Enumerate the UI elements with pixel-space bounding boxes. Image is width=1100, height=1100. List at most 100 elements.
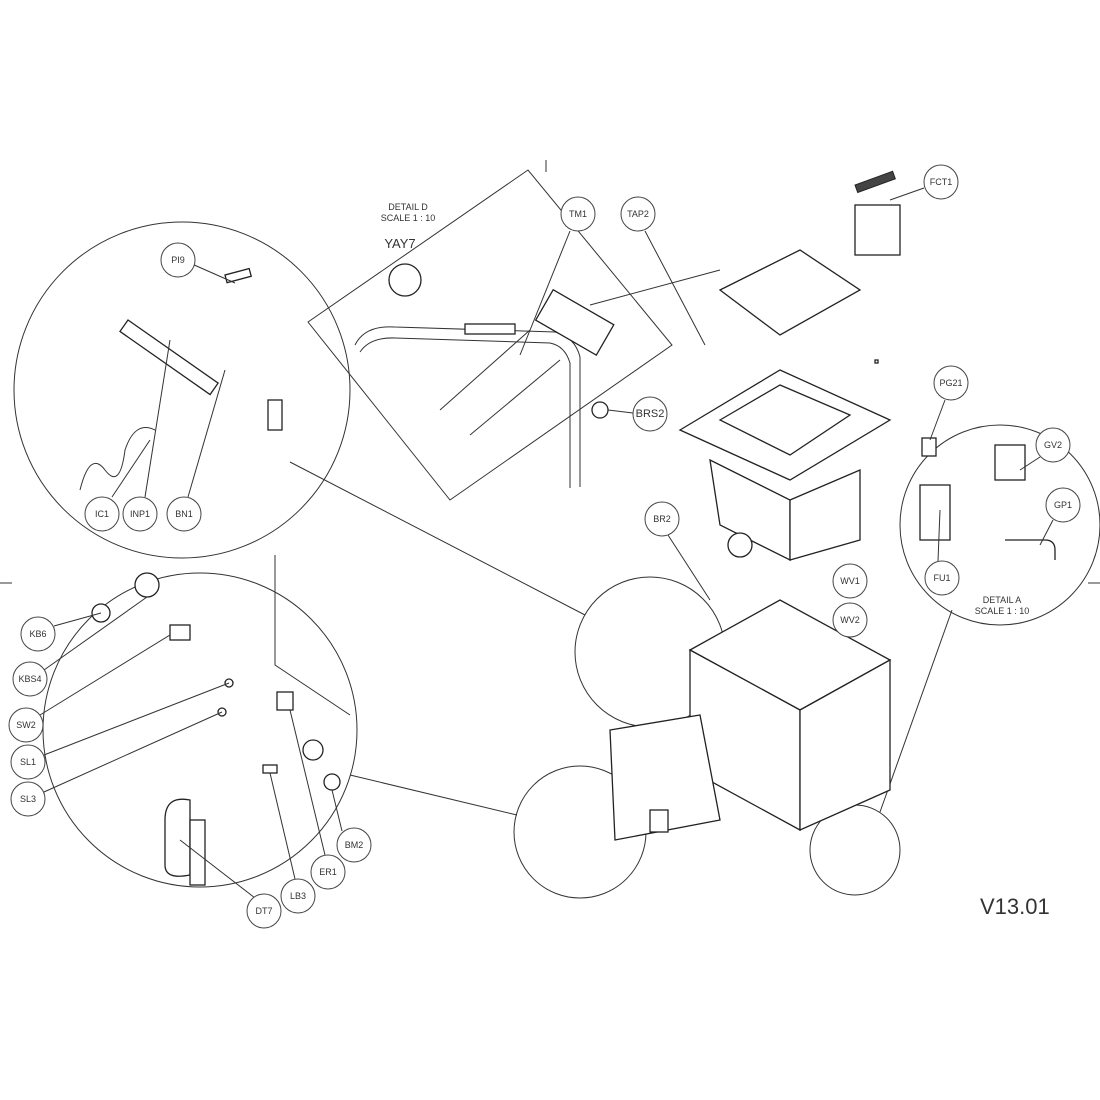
diagram-stroke — [79, 427, 156, 491]
callout-label: GP1 — [1054, 500, 1072, 510]
callout-label: LB3 — [290, 891, 306, 901]
diagram-stroke — [276, 691, 294, 711]
diagram-stroke — [1019, 456, 1041, 471]
callout-label: WV2 — [840, 615, 860, 625]
callout-label: GV2 — [1044, 440, 1062, 450]
callout-gp1: GP1 — [1045, 487, 1081, 523]
callout-label: INP1 — [130, 509, 150, 519]
diagram-stroke — [20, 616, 56, 652]
callout-inp1: INP1 — [122, 496, 158, 532]
diagram-stroke — [923, 164, 959, 200]
diagram-stroke — [331, 789, 343, 832]
callout-sw2: SW2 — [8, 707, 44, 743]
diagram-stroke — [789, 469, 861, 561]
callout-pi9: PI9 — [160, 242, 196, 278]
callout-wv1: WV1 — [832, 563, 868, 599]
fryer-body-drawing — [609, 170, 901, 841]
callout-fu1: FU1 — [924, 560, 960, 596]
callout-dt7: DT7 — [246, 893, 282, 929]
detail-d-title: DETAIL D — [388, 202, 428, 212]
callout-er1: ER1 — [310, 854, 346, 890]
diagram-stroke — [43, 682, 230, 756]
diagram-stroke — [632, 396, 668, 432]
diagram-stroke — [644, 501, 680, 537]
burner-drawing — [79, 267, 283, 491]
detail-a-circle — [899, 424, 1100, 626]
callout-kbs4: KBS4 — [12, 661, 48, 697]
diagram-stroke — [620, 196, 656, 232]
diagram-stroke — [1039, 519, 1054, 546]
callout-ic1: IC1 — [84, 496, 120, 532]
diagram-stroke — [12, 661, 48, 697]
diagram-stroke — [187, 369, 226, 498]
callout-sl1: SL1 — [10, 744, 46, 780]
diagram-stroke — [160, 242, 196, 278]
diagram-stroke — [649, 809, 669, 833]
leaders — [39, 187, 1054, 899]
diagram-stroke — [534, 288, 615, 356]
controls-drawing — [91, 572, 341, 886]
diagram-stroke — [84, 496, 120, 532]
diagram-stroke — [560, 196, 596, 232]
callout-label: KBS4 — [18, 674, 41, 684]
callout-gv2: GV2 — [1035, 427, 1071, 463]
diagram-stroke — [10, 744, 46, 780]
callout-tm1: TM1 — [560, 196, 596, 232]
diagram-stroke — [169, 624, 191, 641]
leader-line — [589, 269, 721, 306]
diagram-stroke — [134, 572, 160, 598]
diagram-stroke — [122, 496, 158, 532]
version-label: V13.01 — [980, 894, 1050, 919]
callout-wv2: WV2 — [832, 602, 868, 638]
callout-label: DT7 — [255, 906, 272, 916]
detail-circle-controls — [42, 572, 358, 888]
callout-label: BR2 — [653, 514, 671, 524]
detail-d-scale: SCALE 1 : 10 — [381, 213, 436, 223]
callout-brs2: BRS2 — [632, 396, 668, 432]
diagram-stroke — [921, 437, 937, 457]
fry-basket — [718, 249, 862, 336]
diagram-stroke — [53, 612, 102, 627]
diagram-stroke — [644, 230, 706, 346]
panel-outline — [274, 555, 351, 716]
callout-bn1: BN1 — [166, 496, 202, 532]
diagram-stroke — [388, 263, 422, 297]
callout-label: ER1 — [319, 867, 337, 877]
callout-label: SL1 — [20, 757, 36, 767]
callout-lb3: LB3 — [280, 878, 316, 914]
diagram-stroke — [323, 773, 341, 791]
diagram-stroke — [854, 170, 896, 194]
detail-a-title: DETAIL A — [983, 595, 1022, 605]
diagram-stroke — [336, 827, 372, 863]
callout-label: WV1 — [840, 576, 860, 586]
diagram-stroke — [464, 323, 516, 335]
leader-line — [289, 461, 586, 616]
diagram-stroke — [310, 854, 346, 890]
leader-line — [879, 609, 953, 813]
diagram-stroke — [607, 409, 634, 414]
detail-circle-burner — [13, 221, 351, 559]
callout-fct1: FCT1 — [923, 164, 959, 200]
diagram-stroke — [874, 359, 879, 364]
detail-d-tag: YAY7 — [384, 236, 415, 251]
diagram-stroke — [43, 596, 148, 671]
callout-kb6: KB6 — [20, 616, 56, 652]
diagram-stroke — [166, 496, 202, 532]
diagram-stroke — [832, 602, 868, 638]
diagram-stroke — [302, 739, 324, 761]
callout-label: PG21 — [939, 378, 962, 388]
diagram-stroke — [1045, 487, 1081, 523]
leader-line — [349, 774, 518, 816]
diagram-stroke — [164, 798, 191, 877]
diagram-stroke — [469, 359, 561, 436]
diagram-stroke — [933, 365, 969, 401]
callout-br2: BR2 — [644, 501, 680, 537]
diagram-stroke — [43, 711, 223, 793]
detail-a-drawing — [919, 437, 1056, 560]
callout-label: FCT1 — [930, 177, 953, 187]
callout-label: TM1 — [569, 209, 587, 219]
diagram-stroke — [832, 563, 868, 599]
diagram-stroke — [280, 878, 316, 914]
diagram-stroke — [39, 634, 171, 716]
